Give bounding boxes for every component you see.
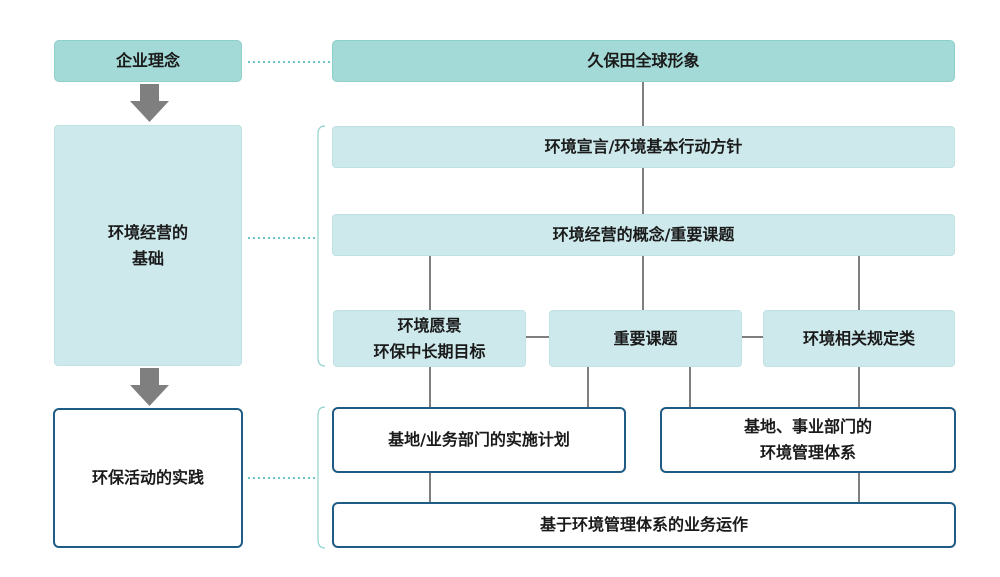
- vision-label-line2: 环保中长期目标: [373, 341, 486, 361]
- declaration-label: 环境宣言/环境基本行动方针: [544, 137, 743, 156]
- foundation-label-line2: 基础: [131, 248, 164, 268]
- down-arrow-icon: [130, 84, 169, 122]
- mgmt-system-label-line2: 环境管理体系: [759, 443, 856, 462]
- bracket-practice: [317, 406, 326, 549]
- declaration-box: 环境宣言/环境基本行动方针: [332, 126, 955, 168]
- concept-box: 环境经营的概念/重要课题: [332, 214, 955, 256]
- down-arrow-icon: [130, 368, 169, 406]
- regulations-label: 环境相关规定类: [802, 328, 915, 348]
- operations-box: 基于环境管理体系的业务运作: [332, 502, 956, 548]
- global-image-box: 久保田全球形象: [332, 40, 955, 82]
- philosophy-box: 企业理念: [54, 40, 242, 82]
- mgmt-system-box: 基地、事业部门的 环境管理体系: [660, 407, 956, 473]
- foundation-box: 环境经营的 基础: [54, 125, 242, 366]
- bracket-foundation: [317, 125, 326, 367]
- practice-box: 环保活动的实践: [53, 408, 243, 548]
- key-issues-label: 重要课题: [613, 328, 678, 348]
- key-issues-box: 重要课题: [549, 310, 742, 367]
- dept-plans-label: 基地/业务部门的实施计划: [388, 430, 570, 449]
- concept-label: 环境经营的概念/重要课题: [552, 225, 735, 244]
- philosophy-label: 企业理念: [115, 51, 180, 70]
- operations-label: 基于环境管理体系的业务运作: [539, 515, 748, 534]
- foundation-label-line1: 环境经营的: [107, 222, 188, 242]
- practice-label: 环保活动的实践: [91, 468, 204, 487]
- vision-label-line1: 环境愿景: [397, 315, 462, 335]
- regulations-box: 环境相关规定类: [763, 310, 955, 367]
- global-image-label: 久保田全球形象: [587, 51, 700, 70]
- dept-plans-box: 基地/业务部门的实施计划: [332, 407, 626, 473]
- mgmt-system-label-line1: 基地、事业部门的: [743, 417, 872, 436]
- vision-box: 环境愿景 环保中长期目标: [333, 310, 526, 367]
